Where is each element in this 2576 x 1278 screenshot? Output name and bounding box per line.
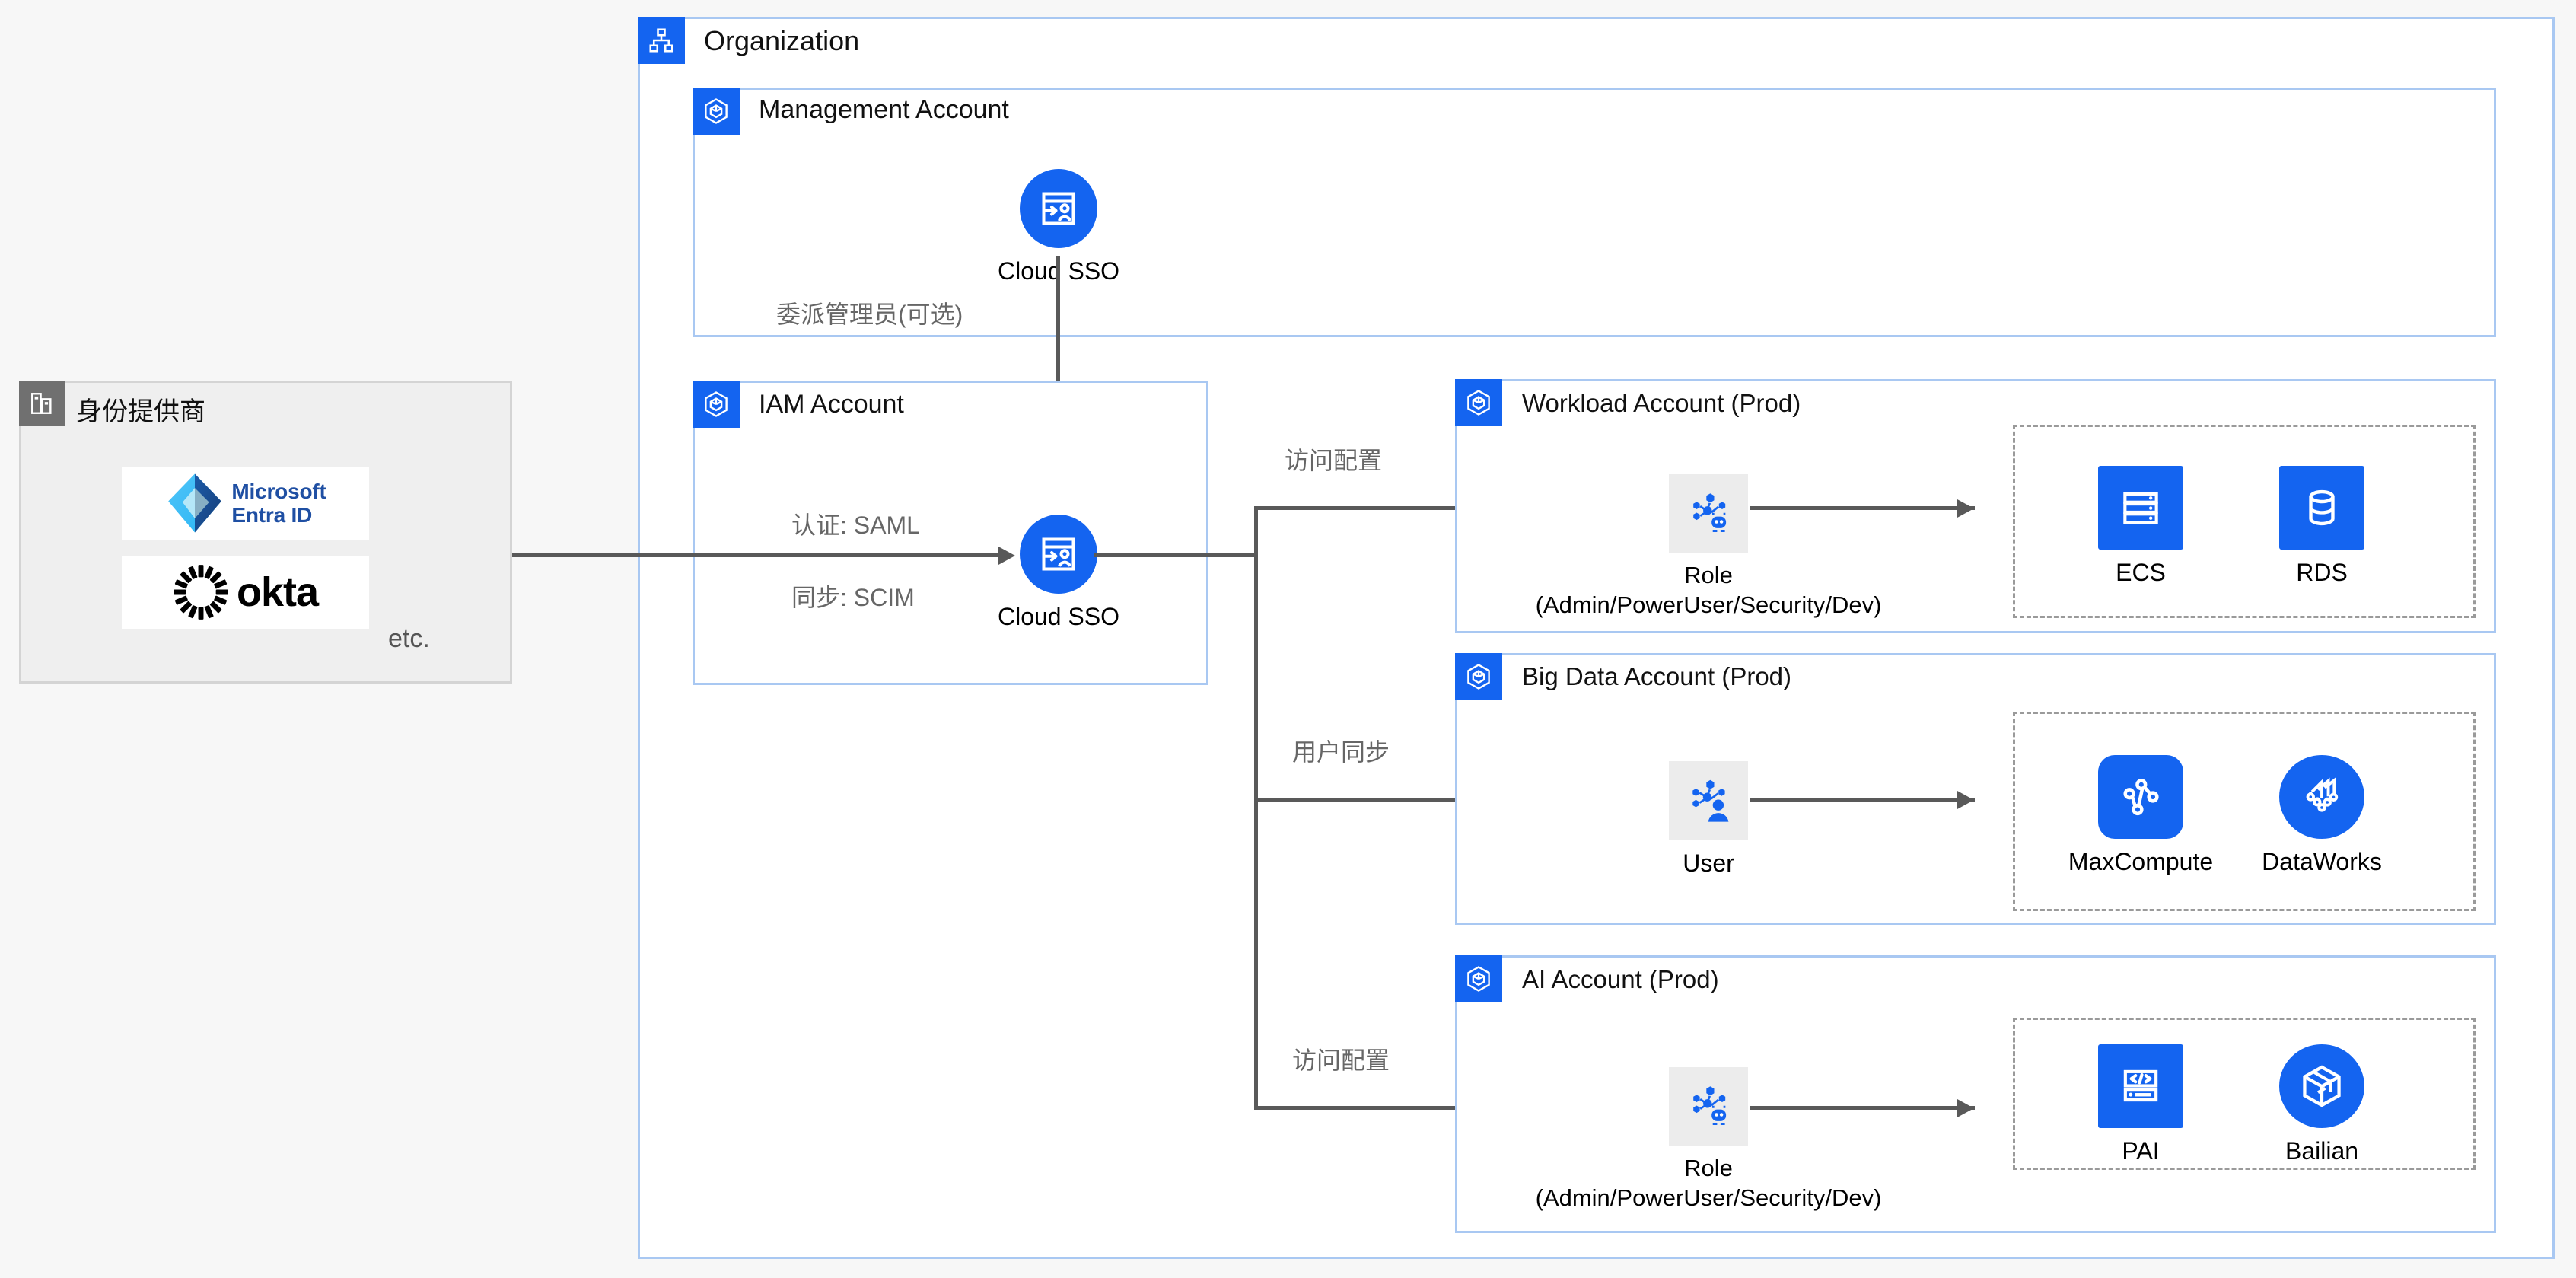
edge-label-workload: 访问配置 <box>1285 447 1383 474</box>
delegated-admin-note: 委派管理员(可选) <box>776 301 963 328</box>
user-node-bigdata[interactable]: User <box>1669 761 1748 878</box>
user-label-bigdata: User <box>1683 849 1734 877</box>
rds-icon <box>2279 466 2364 550</box>
cloud-sso-label-iam: Cloud SSO <box>997 603 1120 630</box>
user-icon <box>1669 761 1748 840</box>
account-icon <box>693 88 740 135</box>
entra-line-1: Microsoft <box>231 479 326 503</box>
workload-services-group <box>2013 425 2476 618</box>
okta-logo: okta <box>122 556 369 629</box>
pai-icon <box>2098 1044 2183 1128</box>
connector-role-to-services-ai-arrowhead <box>1957 1099 1974 1117</box>
bigdata-account-title: Big Data Account (Prod) <box>1522 662 1792 690</box>
connector-user-to-services-bigdata <box>1750 798 1975 802</box>
connector-user-to-services-bigdata-arrowhead <box>1957 791 1974 809</box>
cloud-sso-icon <box>1020 515 1097 594</box>
service-node-ecs[interactable]: ECS <box>2098 466 2183 588</box>
account-icon <box>693 381 740 428</box>
service-label-ecs: ECS <box>2116 559 2166 586</box>
account-icon <box>1455 653 1502 700</box>
service-node-pai[interactable]: PAI <box>2098 1044 2183 1166</box>
connector-role-to-services-ai <box>1750 1106 1975 1110</box>
connector-role-to-services-workload <box>1750 506 1975 510</box>
role-node-workload[interactable]: Role (Admin/PowerUser/Security/Dev) <box>1536 474 1881 620</box>
entra-line-2: Entra ID <box>231 503 313 527</box>
identity-provider-icon <box>19 381 65 426</box>
connector-sso-trunk-stub <box>1094 553 1258 557</box>
dataworks-icon <box>2279 755 2364 839</box>
etc-label: etc. <box>388 624 430 653</box>
okta-wordmark: okta <box>236 569 319 615</box>
ai-services-group <box>2013 1018 2476 1170</box>
service-label-bailian: Bailian <box>2285 1137 2359 1165</box>
microsoft-entra-id-logo: Microsoft Entra ID <box>122 467 369 540</box>
ecs-icon <box>2098 466 2183 550</box>
service-node-dataworks[interactable]: DataWorks <box>2262 755 2382 877</box>
edge-label-ai: 访问配置 <box>1292 1047 1390 1074</box>
connector-idp-to-sso <box>512 553 1011 557</box>
role-label-line1: Role <box>1684 562 1733 588</box>
bigdata-services-group <box>2013 712 2476 911</box>
role-icon <box>1669 474 1748 553</box>
edge-label-bigdata: 用户同步 <box>1292 738 1390 766</box>
management-account-title: Management Account <box>759 95 1009 124</box>
service-node-rds[interactable]: RDS <box>2279 466 2364 588</box>
workload-account-title: Workload Account (Prod) <box>1522 389 1801 417</box>
management-account-group <box>693 88 2496 337</box>
maxcompute-icon <box>2098 755 2183 839</box>
service-label-pai: PAI <box>2122 1137 2160 1165</box>
edge-label-scim: 同步: SCIM <box>791 584 915 611</box>
service-label-dataworks: DataWorks <box>2262 848 2382 875</box>
organization-icon <box>638 17 685 64</box>
role-label-line2: (Admin/PowerUser/Security/Dev) <box>1535 1184 1882 1211</box>
connector-role-to-services-workload-arrowhead <box>1957 499 1974 518</box>
cloud-sso-node-iam[interactable]: Cloud SSO <box>998 515 1119 632</box>
connector-idp-to-sso-arrowhead <box>998 547 1015 565</box>
role-label-workload: Role (Admin/PowerUser/Security/Dev) <box>1536 561 1882 620</box>
account-icon <box>1455 955 1502 1002</box>
iam-account-title: IAM Account <box>759 390 904 419</box>
role-label-line1: Role <box>1684 1155 1733 1181</box>
cloud-sso-icon <box>1020 169 1097 248</box>
edge-label-saml: 认证: SAML <box>791 512 920 539</box>
organization-title: Organization <box>704 25 860 56</box>
role-label-ai: Role (Admin/PowerUser/Security/Dev) <box>1536 1154 1882 1213</box>
role-icon <box>1669 1067 1748 1146</box>
ai-account-title: AI Account (Prod) <box>1522 965 1719 993</box>
connector-trunk-vertical <box>1254 506 1258 1110</box>
identity-provider-title: 身份提供商 <box>76 397 205 426</box>
service-label-rds: RDS <box>2296 559 2348 586</box>
service-node-bailian[interactable]: Bailian <box>2279 1044 2364 1166</box>
service-node-maxcompute[interactable]: MaxCompute <box>2068 755 2213 877</box>
bailian-icon <box>2279 1044 2364 1128</box>
role-label-line2: (Admin/PowerUser/Security/Dev) <box>1535 591 1882 618</box>
account-icon <box>1455 379 1502 426</box>
iam-account-group <box>693 381 1208 685</box>
role-node-ai[interactable]: Role (Admin/PowerUser/Security/Dev) <box>1536 1067 1881 1213</box>
service-label-maxcompute: MaxCompute <box>2068 848 2214 875</box>
